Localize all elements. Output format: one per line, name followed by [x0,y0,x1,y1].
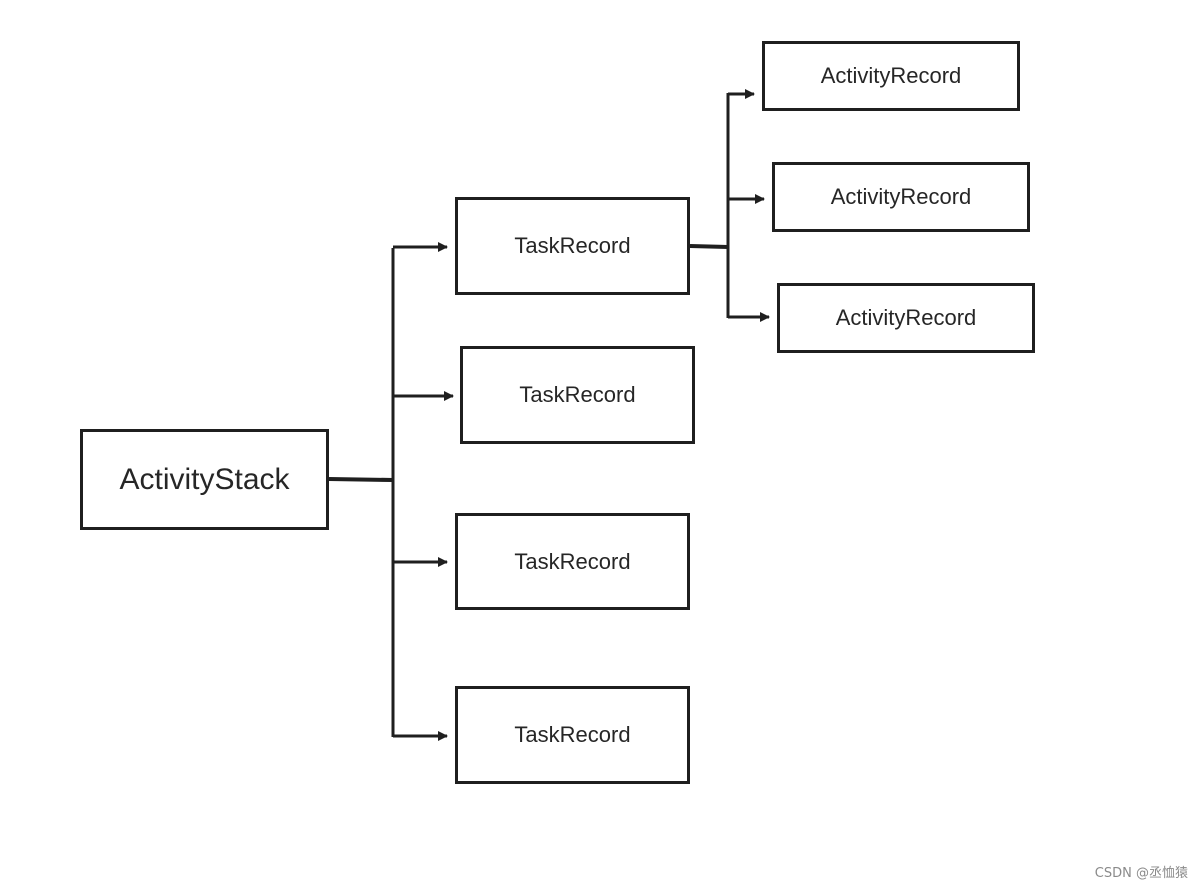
connector-task-trunk [689,244,729,249]
task-record-label: TaskRecord [514,233,631,258]
task-record-label: TaskRecord [514,548,631,574]
activity-stack-node: ActivityStack [80,429,329,530]
task-record-label: TaskRecord [519,382,636,407]
connector-stack-trunk [328,477,394,482]
activity-record-label: ActivityRecord [835,305,977,330]
task-record-node-4: TaskRecord [455,686,690,784]
activity-record-label: ActivityRecord [820,63,962,88]
task-record-node-2: TaskRecord [460,346,695,444]
task-record-label: TaskRecord [514,722,631,747]
task-record-node-1: TaskRecord [455,197,690,295]
activity-record-label: ActivityRecord [830,184,972,209]
watermark: CSDN @丞恤猿 [1094,866,1188,881]
activity-record-node-1: ActivityRecord [762,41,1020,111]
activity-stack-label: ActivityStack [119,462,290,496]
activity-record-node-3: ActivityRecord [777,283,1035,353]
task-record-node-3: TaskRecord [455,513,690,610]
activity-record-node-2: ActivityRecord [772,162,1030,232]
